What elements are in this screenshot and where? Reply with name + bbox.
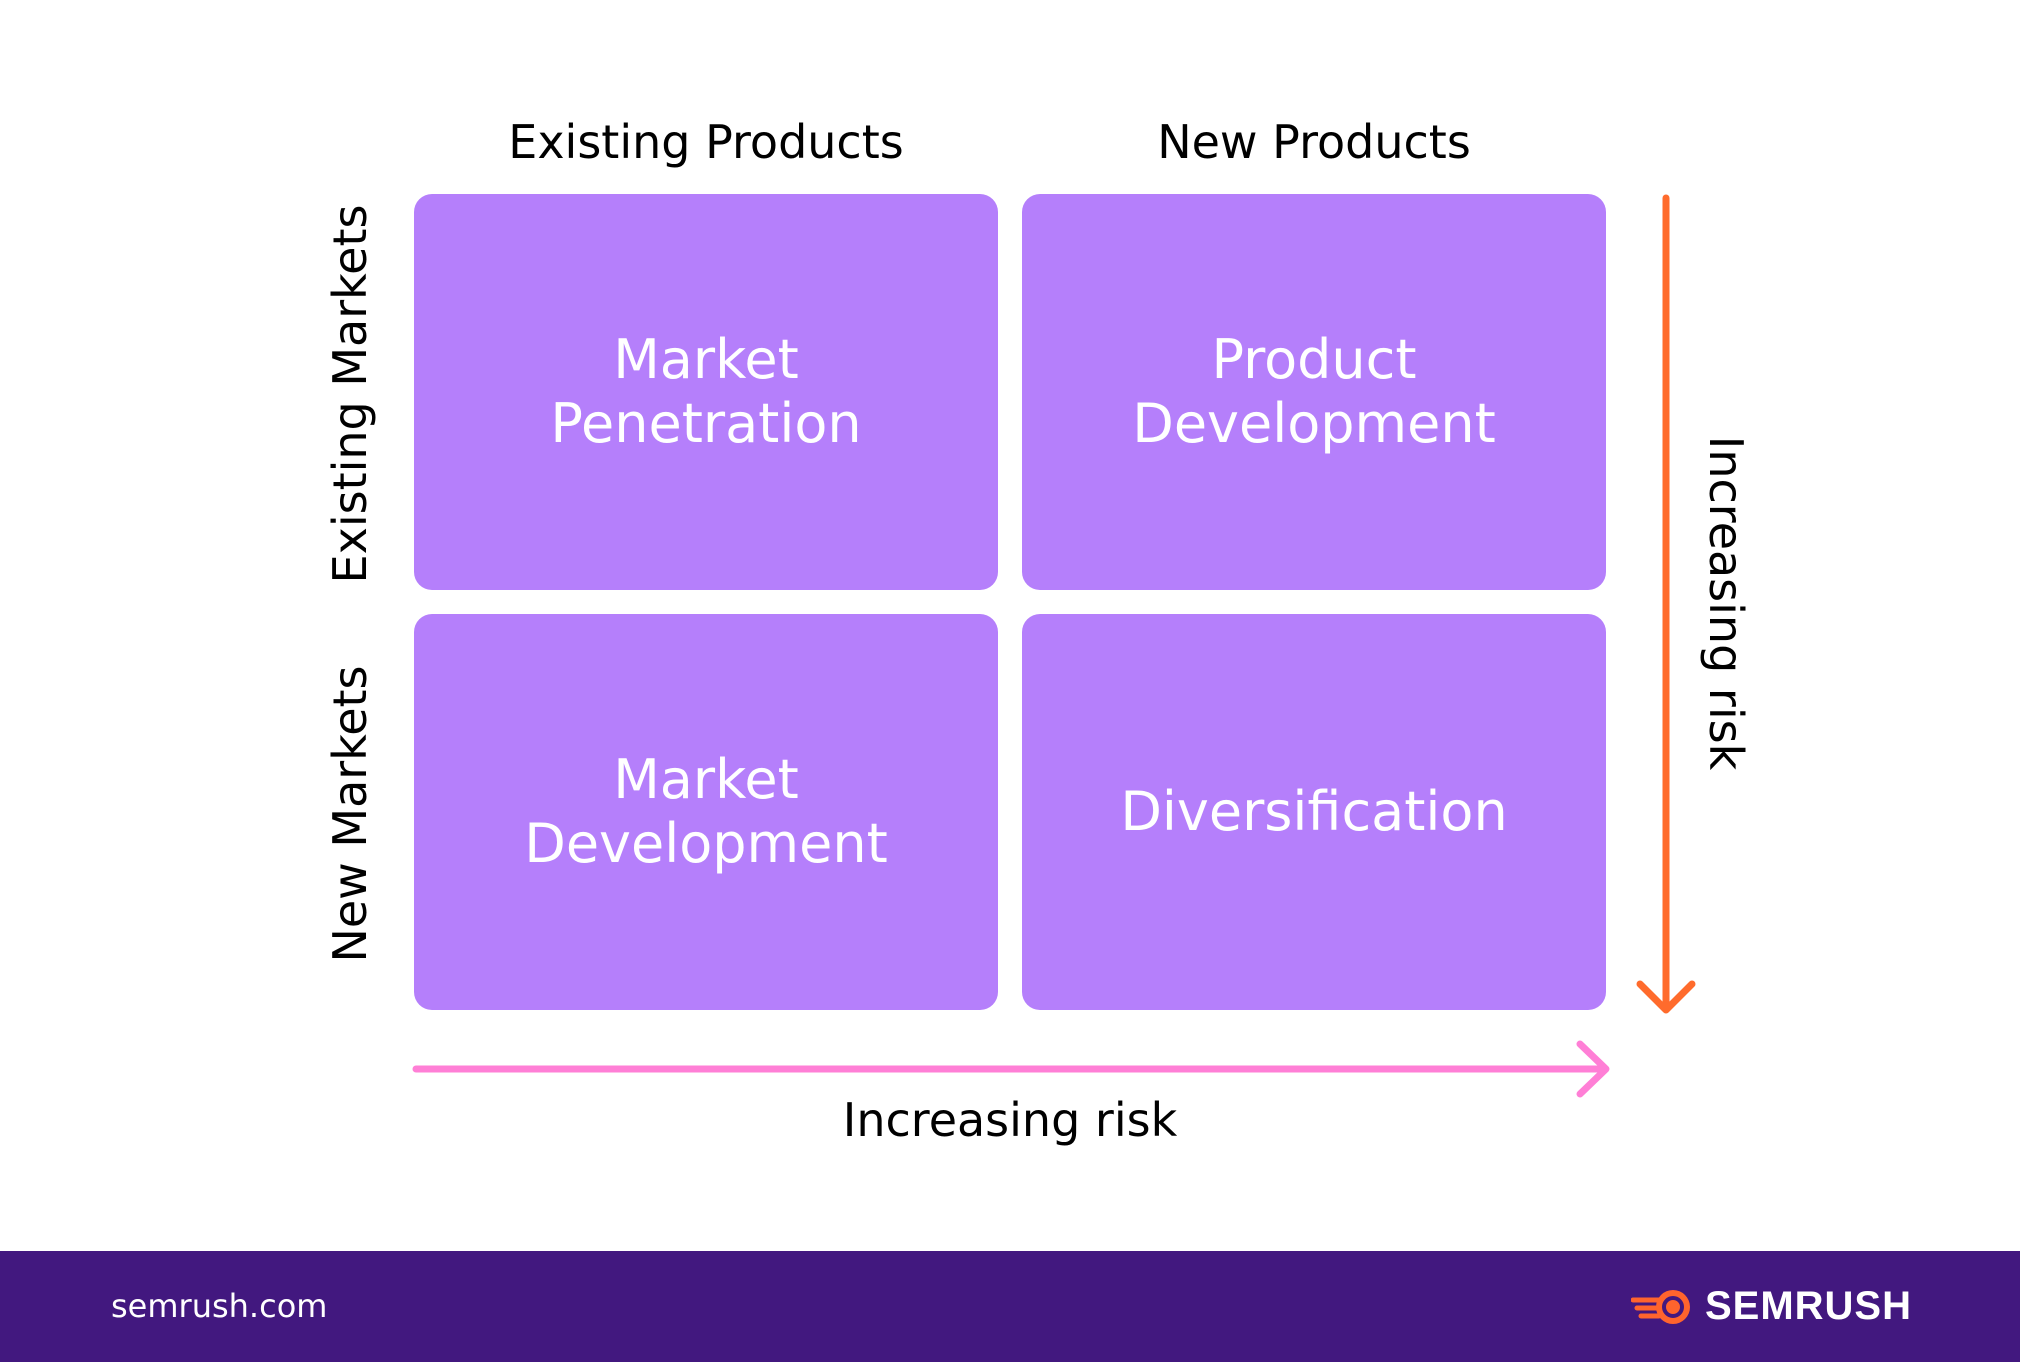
cell-label: Product Development — [1132, 328, 1496, 455]
column-header-existing-products: Existing Products — [508, 115, 904, 169]
row-header-new-markets: New Markets — [323, 665, 377, 963]
vertical-risk-label: Increasing risk — [1699, 435, 1753, 771]
cell-label: Market Development — [524, 748, 888, 875]
cell-product-development: Product Development — [1022, 194, 1606, 590]
cell-market-development: Market Development — [414, 614, 998, 1010]
cell-label: Market Penetration — [550, 328, 862, 455]
brand-wordmark: SEMRUSH — [1704, 1284, 1912, 1328]
footer-url[interactable]: semrush.com — [111, 1287, 328, 1325]
horizontal-risk-label: Increasing risk — [842, 1093, 1178, 1147]
cell-market-penetration: Market Penetration — [414, 194, 998, 590]
horizontal-risk-arrow — [412, 1040, 1610, 1098]
cell-diversification: Diversification — [1022, 614, 1606, 1010]
row-header-existing-markets: Existing Markets — [323, 204, 377, 584]
vertical-risk-arrow — [1636, 194, 1696, 1014]
footer-bar: semrush.com SEMRUSH — [0, 1251, 2020, 1362]
semrush-fireball-icon — [1630, 1289, 1690, 1324]
column-header-new-products: New Products — [1157, 115, 1471, 169]
cell-label: Diversification — [1120, 780, 1508, 843]
brand-logo: SEMRUSH — [1630, 1251, 1912, 1362]
